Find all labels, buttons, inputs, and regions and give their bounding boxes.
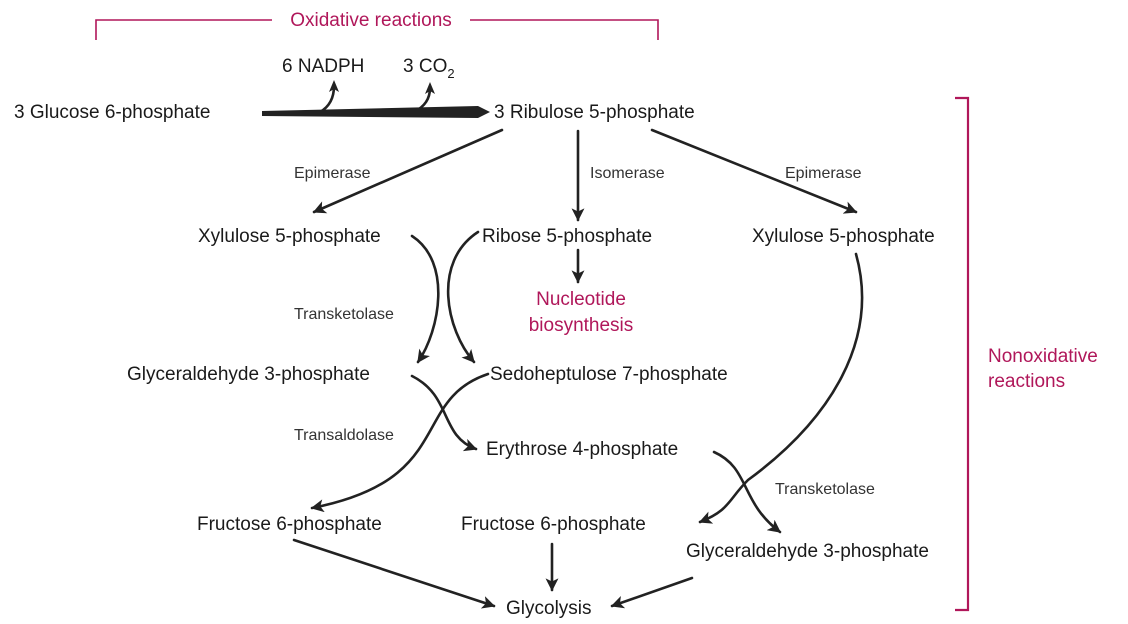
- arrow-xylulose-to-glyceraldehyde: [410, 234, 440, 364]
- epimerase-right-label: Epimerase: [785, 165, 862, 182]
- epimerase-left-label: Epimerase: [294, 165, 371, 182]
- oxidative-label: Oxidative reactions: [290, 10, 452, 31]
- oxidative-main-arrow: [262, 106, 490, 118]
- arrow-ru5p-to-xylulose-right: [650, 128, 858, 214]
- fructose-6-phosphate-mid: Fructose 6-phosphate: [461, 514, 646, 535]
- nonoxidative-label-line1: Nonoxidative: [988, 346, 1098, 367]
- co2-label: 3 CO2: [403, 56, 455, 81]
- xylulose-5-phosphate-right: Xylulose 5-phosphate: [752, 226, 935, 247]
- transaldolase-label: Transaldolase: [294, 427, 394, 444]
- nucleotide-biosynthesis-line2: biosynthesis: [529, 315, 634, 336]
- glyceraldehyde-3-phosphate-left: Glyceraldehyde 3-phosphate: [127, 364, 370, 385]
- glycolysis: Glycolysis: [506, 598, 592, 619]
- glyceraldehyde-3-phosphate-right: Glyceraldehyde 3-phosphate: [686, 541, 929, 562]
- isomerase-label: Isomerase: [590, 165, 665, 182]
- arrow-fructose-left-to-glycolysis: [292, 538, 496, 609]
- co2-arrowhead: [425, 82, 435, 94]
- ribose-5-phosphate: Ribose 5-phosphate: [482, 226, 652, 247]
- arrow-glyceraldehyde-to-erythrose: [410, 374, 478, 452]
- ribulose-5-phosphate: 3 Ribulose 5-phosphate: [494, 102, 695, 123]
- glucose-6-phosphate: 3 Glucose 6-phosphate: [14, 102, 210, 123]
- arrow-glyceraldehyde-right-to-glycolysis: [610, 576, 694, 609]
- sedoheptulose-7-phosphate: Sedoheptulose 7-phosphate: [490, 364, 728, 385]
- erythrose-4-phosphate: Erythrose 4-phosphate: [486, 439, 678, 460]
- nucleotide-biosynthesis-line1: Nucleotide: [536, 289, 626, 310]
- oxidative-bracket: [95, 19, 659, 40]
- nonoxidative-bracket: [955, 96, 970, 612]
- arrow-sedoheptulose-to-fructose-left: [310, 372, 490, 513]
- arrow-ru5p-to-xylulose-left: [312, 128, 504, 214]
- arrow-xylulose-right-to-fructose-mid: [698, 252, 864, 524]
- transketolase-2-label: Transketolase: [775, 481, 875, 498]
- arrow-ribose-to-sedoheptulose: [446, 230, 480, 364]
- transketolase-1-label: Transketolase: [294, 306, 394, 323]
- nadph-label: 6 NADPH: [282, 56, 364, 77]
- arrow-erythrose-to-glyceraldehyde-right: [712, 450, 782, 534]
- fructose-6-phosphate-left: Fructose 6-phosphate: [197, 514, 382, 535]
- xylulose-5-phosphate-left: Xylulose 5-phosphate: [198, 226, 381, 247]
- nadph-arrowhead: [329, 80, 339, 92]
- nonoxidative-label-line2: reactions: [988, 371, 1065, 392]
